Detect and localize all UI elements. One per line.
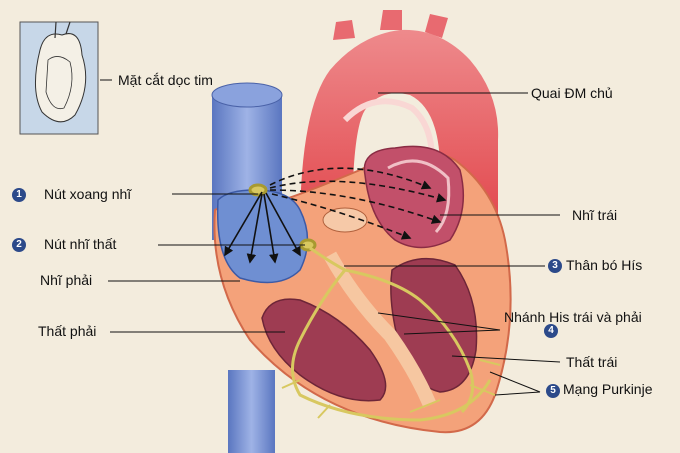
label-sa-node: Nút xoang nhĩ — [44, 186, 132, 202]
label-bundle-branches: Nhánh His trái và phải — [504, 309, 642, 325]
label-purkinje: Mạng Purkinje — [563, 381, 653, 397]
label-right-atrium: Nhĩ phải — [40, 272, 93, 288]
marker-4: 4 — [544, 324, 558, 338]
impulse-arrows — [224, 167, 447, 264]
label-left-ventricle: Thất trái — [566, 354, 618, 370]
marker-1: 1 — [12, 188, 26, 202]
marker-5: 5 — [546, 384, 560, 398]
marker-2: 2 — [12, 238, 26, 252]
conduction-system — [248, 183, 501, 422]
label-left-atrium: Nhĩ trái — [572, 207, 618, 223]
label-section: Mặt cắt dọc tim — [118, 72, 213, 88]
leader-lines — [100, 79, 561, 396]
thumbnail-inset — [19, 21, 99, 135]
label-av-node: Nút nhĩ thất — [44, 236, 117, 252]
marker-3: 3 — [548, 259, 562, 273]
label-right-ventricle: Thất phải — [38, 323, 97, 339]
label-his-bundle: Thân bó Hís — [566, 257, 643, 273]
label-aortic-arch: Quai ĐM chủ — [531, 85, 613, 101]
